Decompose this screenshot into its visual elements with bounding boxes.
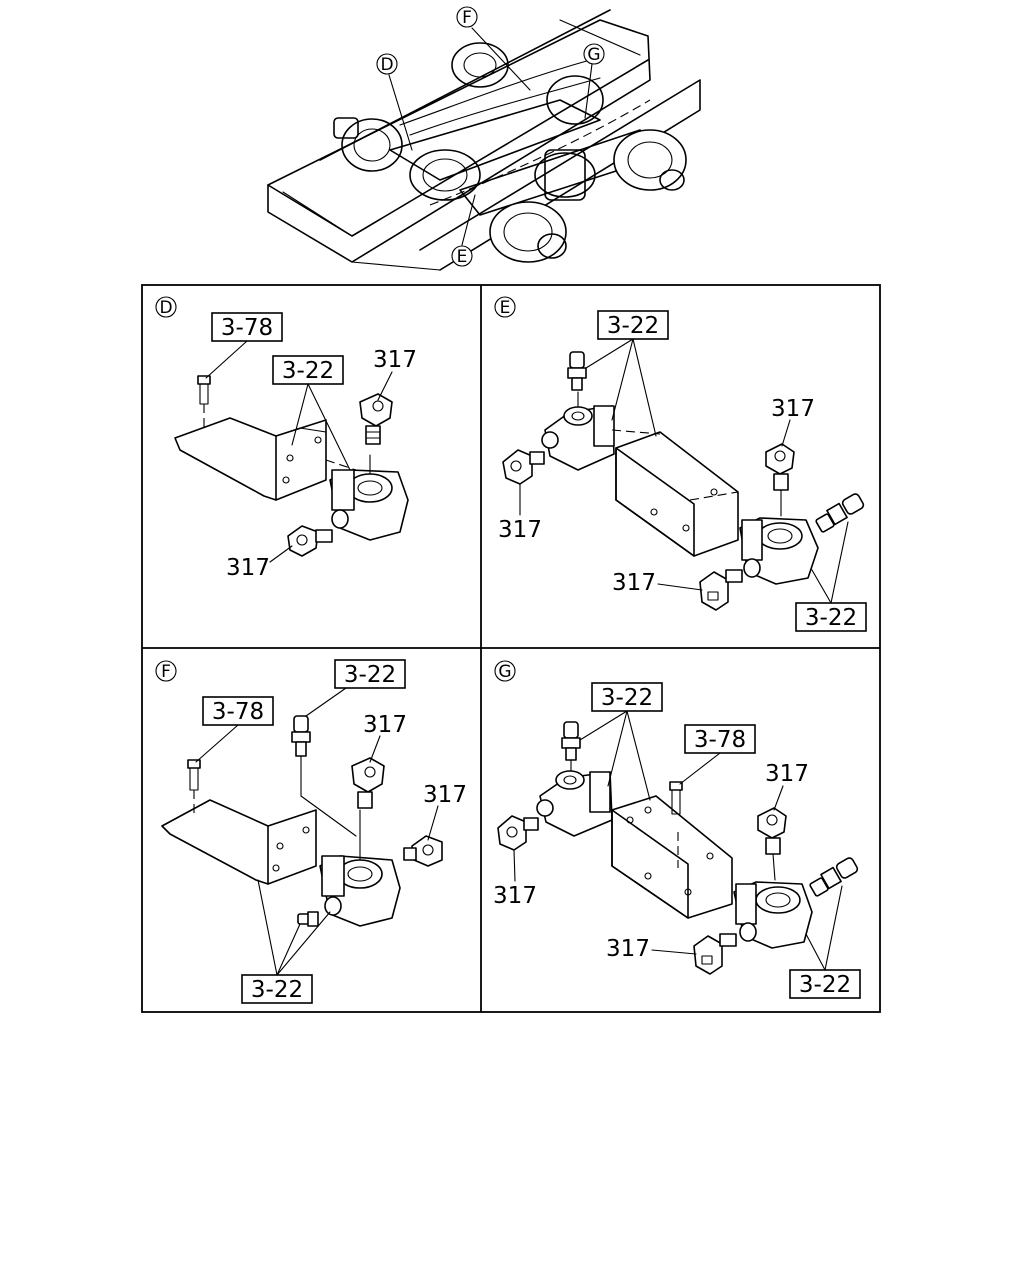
ref-box-3-78: 3-78 bbox=[679, 724, 756, 785]
nipple-fitting bbox=[561, 721, 581, 772]
ref-box-3-78: 3-78 bbox=[195, 696, 274, 763]
overview-callout-g: G bbox=[583, 43, 605, 65]
svg-text:G: G bbox=[498, 662, 511, 682]
svg-text:E: E bbox=[500, 298, 511, 318]
bolt bbox=[197, 375, 211, 432]
svg-text:317: 317 bbox=[606, 936, 650, 962]
panel-f: F bbox=[155, 659, 467, 1004]
part-label-317-upper: 317 bbox=[363, 712, 407, 763]
svg-text:3-22: 3-22 bbox=[607, 313, 659, 339]
svg-text:3-22: 3-22 bbox=[805, 605, 857, 631]
fitting-317-upper bbox=[351, 757, 385, 809]
fitting-317-upper-right bbox=[765, 443, 795, 517]
svg-text:3-22: 3-22 bbox=[601, 685, 653, 711]
part-label-317-left: 317 bbox=[493, 849, 537, 909]
svg-text:317: 317 bbox=[765, 761, 809, 787]
bolt bbox=[669, 781, 683, 815]
svg-text:317: 317 bbox=[493, 883, 537, 909]
svg-text:3-78: 3-78 bbox=[212, 699, 264, 725]
part-label-317-right: 317 bbox=[423, 782, 467, 841]
part-label-317-lower: 317 bbox=[606, 936, 697, 962]
fitting-317-left bbox=[502, 449, 545, 485]
panel-d: D bbox=[155, 296, 417, 581]
part-label-317-lower: 317 bbox=[612, 570, 703, 596]
svg-text:3-22: 3-22 bbox=[251, 977, 303, 1003]
fitting-317-lower bbox=[287, 525, 333, 557]
fitting-317-upper-right bbox=[757, 807, 787, 881]
svg-text:3-22: 3-22 bbox=[799, 972, 851, 998]
svg-text:3-78: 3-78 bbox=[694, 727, 746, 753]
panel-d-label: D bbox=[155, 296, 177, 318]
svg-text:3-78: 3-78 bbox=[221, 315, 273, 341]
nipple-fitting-right bbox=[809, 857, 859, 897]
svg-text:317: 317 bbox=[363, 712, 407, 738]
panel-g-label: G bbox=[494, 660, 516, 682]
svg-text:317: 317 bbox=[226, 555, 270, 581]
panel-e: E bbox=[494, 296, 867, 632]
panel-e-label: E bbox=[494, 296, 516, 318]
ref-box-3-22-bottom: 3-22 bbox=[241, 879, 331, 1004]
svg-text:F: F bbox=[462, 8, 472, 28]
panel-f-label: F bbox=[155, 660, 177, 682]
valve-block-upper bbox=[541, 391, 615, 471]
nipple-fitting-right bbox=[815, 493, 865, 533]
fitting-317-lower bbox=[693, 933, 737, 975]
ref-box-3-22-top: 3-22 bbox=[585, 310, 669, 437]
overview-callout-e: E bbox=[451, 245, 473, 267]
detail-panel-grid bbox=[141, 284, 881, 1013]
overview-callout-f: F bbox=[456, 6, 478, 28]
mounting-plate bbox=[174, 417, 277, 501]
svg-text:F: F bbox=[161, 662, 171, 682]
bolt bbox=[187, 759, 201, 816]
svg-text:317: 317 bbox=[771, 396, 815, 422]
fitting-317-lower bbox=[699, 569, 743, 611]
part-label-317-upper-right: 317 bbox=[765, 761, 809, 811]
svg-text:G: G bbox=[587, 45, 600, 65]
svg-text:317: 317 bbox=[423, 782, 467, 808]
ref-box-3-78: 3-78 bbox=[205, 312, 283, 379]
valve-body bbox=[325, 454, 409, 541]
svg-text:317: 317 bbox=[612, 570, 656, 596]
mounting-bracket bbox=[611, 795, 733, 919]
nipple-fitting bbox=[567, 351, 587, 391]
ref-box-3-22-bottom: 3-22 bbox=[789, 885, 861, 999]
valve-body-lower bbox=[739, 517, 819, 585]
svg-text:317: 317 bbox=[498, 517, 542, 543]
valve-body bbox=[319, 809, 401, 927]
svg-text:317: 317 bbox=[373, 347, 417, 373]
fitting-317-right bbox=[403, 835, 443, 867]
part-label-317-upper: 317 bbox=[373, 347, 417, 401]
mounting-bracket bbox=[611, 429, 739, 557]
valve-block-upper bbox=[536, 770, 613, 837]
valve-body-lower bbox=[733, 881, 813, 949]
svg-text:3-22: 3-22 bbox=[282, 358, 334, 384]
fitting-317-upper bbox=[359, 393, 393, 445]
ref-box-3-22-bottom: 3-22 bbox=[795, 521, 867, 632]
ref-box-3-22-top: 3-22 bbox=[305, 659, 406, 717]
nipple-fitting bbox=[291, 715, 357, 837]
overview-callout-d: D bbox=[376, 53, 398, 75]
part-label-317-left: 317 bbox=[498, 483, 542, 543]
small-nipple bbox=[297, 911, 319, 927]
svg-text:D: D bbox=[159, 298, 172, 318]
part-label-317-upper-right: 317 bbox=[771, 396, 815, 447]
panel-g: G bbox=[493, 660, 861, 999]
fitting-317-left bbox=[497, 815, 539, 851]
mounting-plate bbox=[161, 799, 269, 885]
svg-text:3-22: 3-22 bbox=[344, 662, 396, 688]
ref-box-3-22-top: 3-22 bbox=[579, 682, 663, 801]
part-label-317-lower: 317 bbox=[226, 545, 293, 581]
svg-text:D: D bbox=[380, 55, 393, 75]
svg-text:E: E bbox=[457, 247, 468, 267]
ref-box-3-22: 3-22 bbox=[272, 355, 351, 471]
chassis-overview-illustration bbox=[267, 9, 701, 271]
